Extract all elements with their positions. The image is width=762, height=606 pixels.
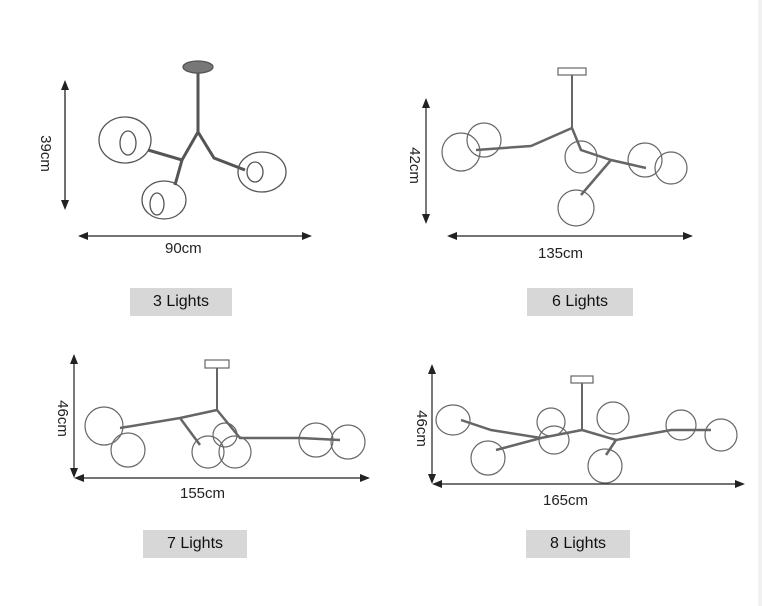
chandelier-3-lights-panel: 39cm 90cm 3 Lights — [0, 0, 381, 330]
light-count-label: 8 Lights — [526, 530, 630, 558]
light-count-label: 6 Lights — [527, 288, 633, 316]
width-dimension: 90cm — [165, 240, 202, 257]
chandelier-8-lights-panel: 46cm 165cm 8 Lights — [381, 330, 762, 606]
chandelier-8-lights-drawing — [428, 364, 745, 488]
chandelier-6-lights-panel: 42cm 135cm 6 Lights — [381, 0, 762, 330]
page-edge — [758, 0, 762, 606]
width-dimension: 165cm — [543, 492, 589, 509]
width-dimension: 155cm — [180, 485, 226, 502]
light-count-label: 7 Lights — [143, 530, 247, 558]
width-dimension: 135cm — [538, 245, 584, 262]
height-dimension: 39cm — [36, 135, 54, 172]
light-count-label: 3 Lights — [130, 288, 232, 316]
chandelier-3-lights-drawing — [61, 60, 312, 240]
chandelier-7-lights-drawing — [70, 354, 370, 482]
height-dimension: 46cm — [412, 410, 430, 447]
height-dimension: 42cm — [405, 147, 423, 184]
height-dimension: 46cm — [53, 400, 71, 437]
chandelier-7-lights-panel: 46cm 155cm 7 Lights — [0, 330, 381, 606]
chandelier-6-lights-drawing — [422, 67, 693, 240]
